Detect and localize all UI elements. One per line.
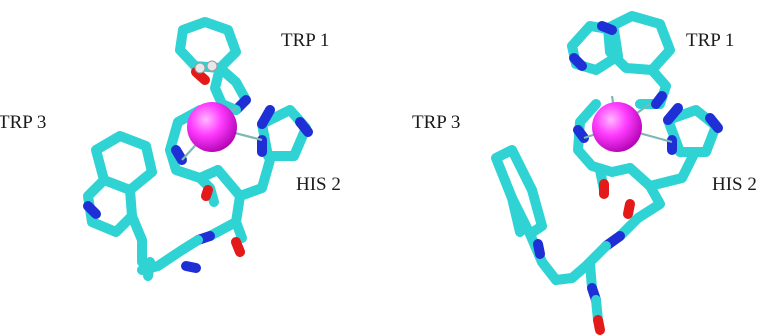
left-backbone [137, 105, 247, 281]
left-structure-panel: TRP 1 TRP 3 HIS 2 [0, 17, 341, 281]
left-metal-ion [187, 102, 237, 152]
left-trp1-sidechain [175, 17, 251, 115]
right-trp1-sidechain [567, 11, 675, 109]
left-label-trp3: TRP 3 [0, 112, 46, 133]
right-label-trp1: TRP 1 [686, 30, 734, 51]
right-label-trp3: TRP 3 [412, 112, 460, 133]
left-his2-sidechain [235, 105, 313, 201]
left-trp3-sidechain [83, 131, 157, 267]
right-label-his2: HIS 2 [712, 174, 757, 195]
left-label-his2: HIS 2 [296, 174, 341, 195]
left-label-trp1: TRP 1 [281, 30, 329, 51]
left-hydrogen-atom [206, 60, 218, 72]
right-his2-sidechain [645, 103, 723, 191]
right-trp3-sidechain [491, 145, 577, 285]
right-backbone [567, 99, 665, 335]
right-structure-panel: TRP 1 TRP 3 HIS 2 [412, 11, 757, 335]
left-hydrogen-atom [194, 62, 206, 74]
right-metal-ion [592, 102, 642, 152]
